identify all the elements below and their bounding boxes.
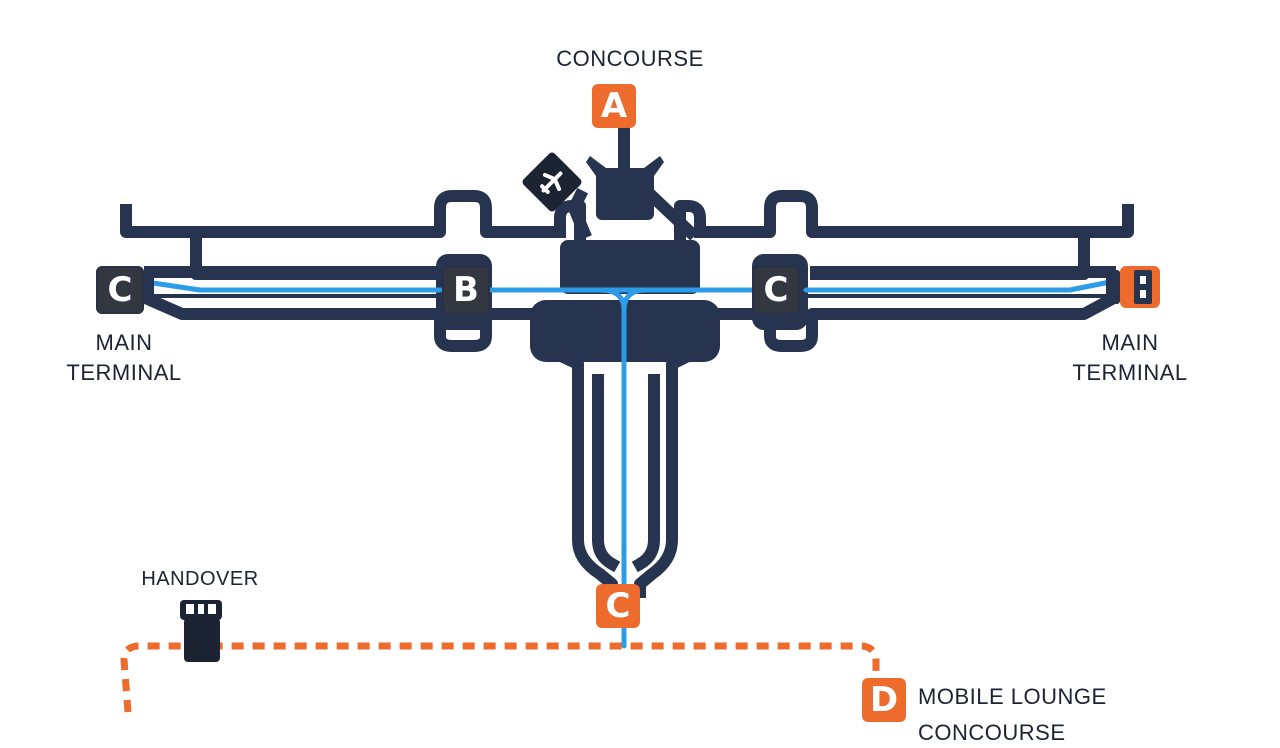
badge-c-left[interactable]: C bbox=[96, 266, 144, 314]
badge-d-bottom-right[interactable]: D bbox=[862, 678, 906, 722]
handover-label: HANDOVER bbox=[141, 568, 259, 590]
badge-b-center[interactable]: B bbox=[442, 266, 490, 314]
mobile-lounge-label: MOBILE LOUNGE CONCOURSE bbox=[918, 682, 1158, 748]
badge-c-center-right[interactable]: C bbox=[752, 266, 800, 314]
plane-icon bbox=[522, 152, 582, 212]
terminal-end-cap-icon bbox=[1106, 266, 1160, 308]
mobile-lounge-vehicle-icon bbox=[180, 600, 222, 662]
badge-c-bottom[interactable]: C bbox=[596, 584, 640, 628]
main-terminal-left-line1: MAIN bbox=[95, 330, 153, 355]
mobile-lounge-route bbox=[120, 642, 880, 713]
main-terminal-right-line1: MAIN bbox=[1101, 330, 1159, 355]
main-terminal-left-line2: TERMINAL bbox=[66, 360, 182, 385]
concourse-map: CONCOURSE MAIN TERMINAL MAIN TERMINAL HA… bbox=[54, 46, 1200, 745]
passenger-flow bbox=[143, 279, 1113, 649]
main-terminal-right-line2: TERMINAL bbox=[1072, 360, 1188, 385]
badge-a-top[interactable]: A bbox=[592, 84, 636, 128]
main-terminal-left-label: MAIN TERMINAL bbox=[54, 328, 194, 388]
concourse-label: CONCOURSE bbox=[556, 46, 704, 71]
mobile-lounge-line2: CONCOURSE bbox=[918, 720, 1066, 745]
mobile-lounge-line1: MOBILE LOUNGE bbox=[918, 684, 1107, 709]
main-terminal-right-label: MAIN TERMINAL bbox=[1060, 328, 1200, 388]
